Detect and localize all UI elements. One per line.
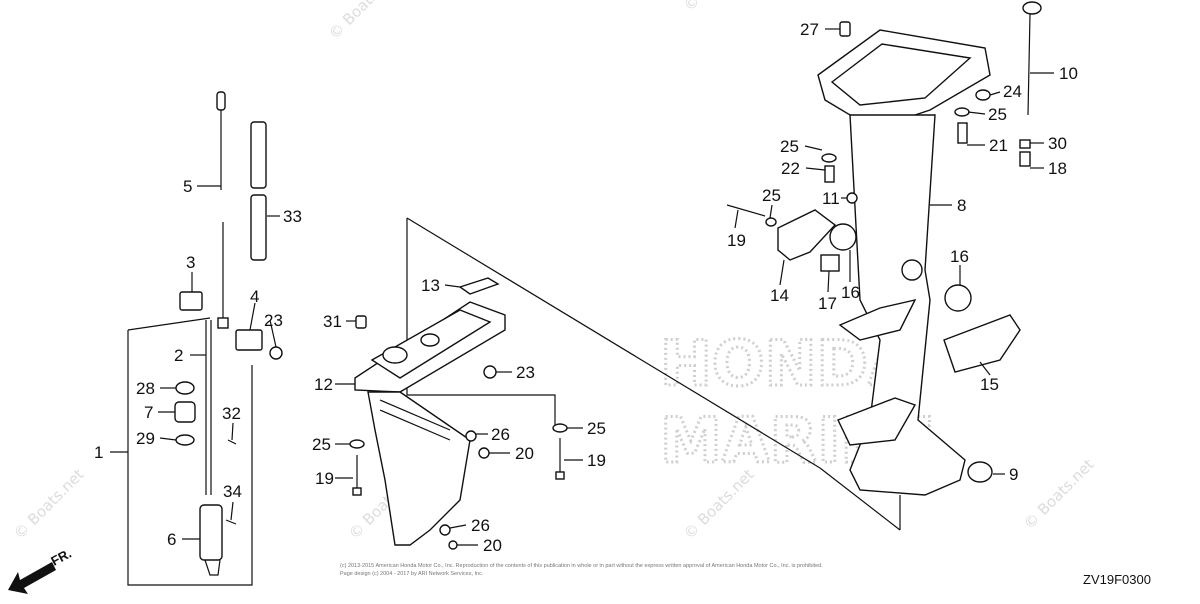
callout-32[interactable]: 32	[222, 404, 241, 423]
callout-17[interactable]: 17	[818, 294, 837, 313]
callout-2[interactable]: 2	[174, 346, 183, 365]
callout-6[interactable]: 6	[167, 530, 176, 549]
callout-25c[interactable]: 25	[762, 186, 781, 205]
callout-19c[interactable]: 19	[587, 451, 606, 470]
callout-3[interactable]: 3	[186, 253, 195, 272]
callout-26a[interactable]: 26	[491, 425, 510, 444]
callout-25d[interactable]: 25	[312, 435, 331, 454]
callout-26b[interactable]: 26	[471, 516, 490, 535]
callout-27[interactable]: 27	[800, 20, 819, 39]
callout-28[interactable]: 28	[136, 379, 155, 398]
copyright-line-1: (c) 2013-2015 American Honda Motor Co., …	[340, 563, 823, 569]
callout-20b[interactable]: 20	[483, 536, 502, 555]
leader-lines	[110, 28, 1054, 546]
site-watermark-1: © Boats.net	[10, 465, 88, 543]
callout-14[interactable]: 14	[770, 286, 789, 305]
callout-19b[interactable]: 19	[315, 469, 334, 488]
front-direction-indicator: FR.	[8, 546, 74, 594]
front-arrow-icon	[8, 562, 56, 594]
callout-25a[interactable]: 25	[988, 105, 1007, 124]
callout-31[interactable]: 31	[323, 312, 342, 331]
callout-18[interactable]: 18	[1048, 159, 1067, 178]
callout-24[interactable]: 24	[1003, 82, 1022, 101]
callout-16b[interactable]: 16	[950, 247, 969, 266]
callout-1[interactable]: 1	[94, 443, 103, 462]
drive-shaft-housing-assembly	[726, 1, 1042, 530]
callout-16a[interactable]: 16	[841, 283, 860, 302]
site-watermark-6: © Boats.net	[1020, 455, 1098, 533]
site-watermark-3: © Boats.net	[680, 0, 758, 15]
callout-21[interactable]: 21	[989, 136, 1008, 155]
copyright-notice: (c) 2013-2015 American Honda Motor Co., …	[340, 563, 823, 577]
callout-25b[interactable]: 25	[780, 137, 799, 156]
callout-11[interactable]: 11	[822, 189, 840, 208]
callout-4[interactable]: 4	[250, 287, 259, 306]
copyright-line-2: Page design (c) 2004 - 2017 by ARI Netwo…	[340, 571, 484, 577]
callout-13[interactable]: 13	[421, 276, 440, 295]
callout-5[interactable]: 5	[183, 177, 192, 196]
callout-23b[interactable]: 23	[516, 363, 535, 382]
callout-labels: 1 2 3 4 5 6 7 8 9 10 11 12 13 14 15 16 1…	[94, 20, 1078, 555]
callout-15[interactable]: 15	[980, 375, 999, 394]
diagram-code: ZV19F0300	[1083, 572, 1151, 587]
callout-29[interactable]: 29	[136, 429, 155, 448]
callout-25e[interactable]: 25	[587, 419, 606, 438]
site-watermark-2: © Boats.net	[325, 0, 403, 43]
callout-12[interactable]: 12	[314, 375, 333, 394]
callout-33[interactable]: 33	[283, 207, 302, 226]
callout-8[interactable]: 8	[957, 196, 966, 215]
callout-30[interactable]: 30	[1048, 134, 1067, 153]
extension-case-assembly	[349, 217, 901, 550]
callout-10[interactable]: 10	[1059, 64, 1078, 83]
callout-7[interactable]: 7	[144, 403, 153, 422]
callout-9[interactable]: 9	[1009, 465, 1018, 484]
callout-34[interactable]: 34	[223, 482, 242, 501]
callout-20a[interactable]: 20	[515, 444, 534, 463]
callout-19a[interactable]: 19	[727, 231, 746, 250]
shift-rod-assembly	[127, 91, 283, 586]
callout-23a[interactable]: 23	[264, 311, 283, 330]
callout-22[interactable]: 22	[781, 159, 800, 178]
